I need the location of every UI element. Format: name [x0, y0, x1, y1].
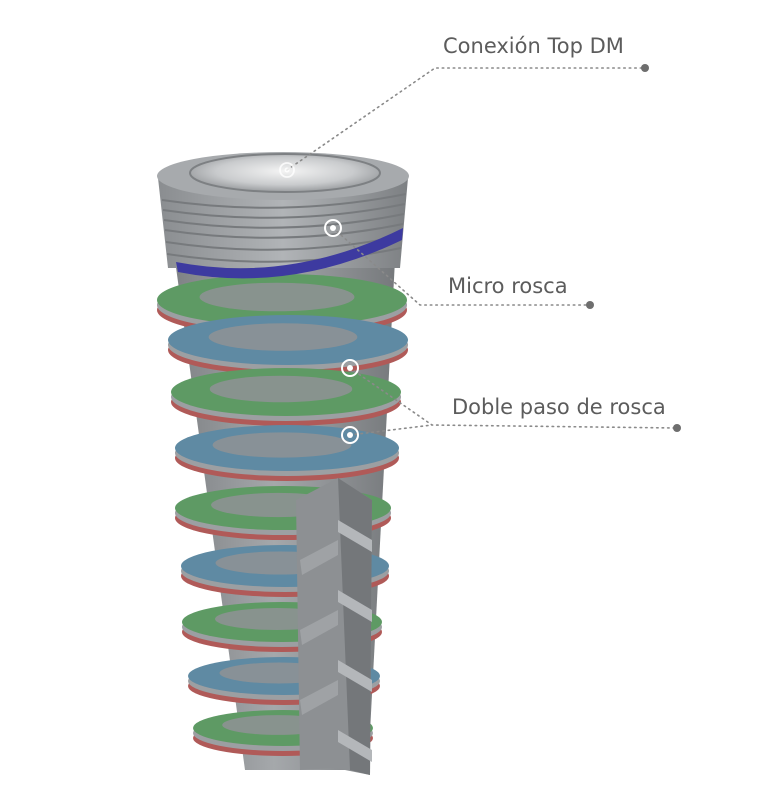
cutting-flute [296, 478, 372, 775]
target-marker-connection [279, 162, 295, 178]
label-double-thread: Doble paso de rosca [452, 395, 666, 419]
micro-thread-band [176, 228, 403, 279]
target-marker-double-thread-2 [341, 426, 359, 444]
micro-thread-grooves [161, 193, 407, 263]
thread-disc [171, 368, 401, 426]
target-marker-double-thread-1 [341, 359, 359, 377]
label-micro-thread: Micro rosca [448, 274, 568, 298]
dot-micro-thread [586, 301, 594, 309]
leader-connection [286, 67, 646, 171]
leader-lines [286, 67, 678, 436]
implant-collar [157, 152, 409, 279]
target-markers [279, 162, 359, 444]
thread-disc [175, 425, 399, 481]
dot-double-thread [673, 424, 681, 432]
thread-disc [168, 315, 408, 375]
label-connection: Conexión Top DM [443, 34, 624, 58]
leader-micro-thread [332, 227, 591, 306]
internal-connection-bore [190, 154, 380, 192]
leader-end-dots [586, 64, 681, 432]
double-thread-discs [157, 274, 408, 756]
target-marker-micro-thread [324, 219, 342, 237]
dot-connection [641, 64, 649, 72]
